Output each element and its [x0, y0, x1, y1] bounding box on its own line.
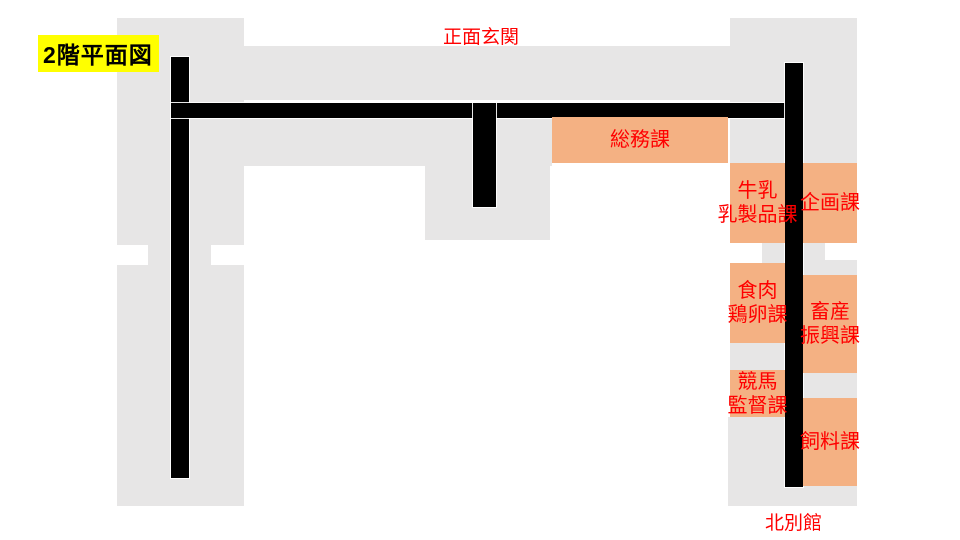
floor-connector-feed — [803, 373, 857, 398]
page-title: 2階平面図 — [38, 35, 159, 72]
doorway-left-wing-outer — [117, 245, 148, 265]
corridor-center-stub — [473, 103, 496, 207]
room-milk-dairy-products: 牛乳 乳製品課 — [718, 163, 798, 243]
room-horse-racing-supervision: 競馬 監督課 — [727, 370, 788, 417]
room-livestock-promotion: 畜産 振興課 — [800, 275, 860, 373]
room-planning: 企画課 — [800, 163, 860, 243]
front-entrance-label: 正面玄関 — [443, 27, 520, 48]
room-feed-label: 飼料課 — [800, 431, 860, 453]
room-meat-eggs-label: 食肉 鶏卵課 — [727, 280, 788, 326]
room-general-affairs: 総務課 — [552, 117, 728, 163]
corridor-vertical-left — [171, 57, 189, 478]
room-planning-label: 企画課 — [800, 192, 860, 214]
room-milk-dairy-products-label: 牛乳 乳製品課 — [717, 180, 798, 226]
floor-connector-meat — [730, 343, 785, 370]
room-horse-racing-supervision-label: 競馬 監督課 — [727, 370, 788, 417]
floor-connector-milk — [762, 243, 785, 264]
doorway-planning-connector — [825, 243, 857, 260]
north-annex-label: 北別館 — [765, 513, 823, 534]
room-general-affairs-label: 総務課 — [610, 129, 670, 151]
room-meat-eggs: 食肉 鶏卵課 — [727, 263, 788, 343]
room-feed: 飼料課 — [800, 398, 860, 486]
room-livestock-promotion-label: 畜産 振興課 — [800, 301, 860, 347]
corridor-vertical-right — [785, 63, 803, 487]
floor-top-band — [240, 46, 730, 100]
doorway-left-wing-inner — [211, 245, 244, 265]
